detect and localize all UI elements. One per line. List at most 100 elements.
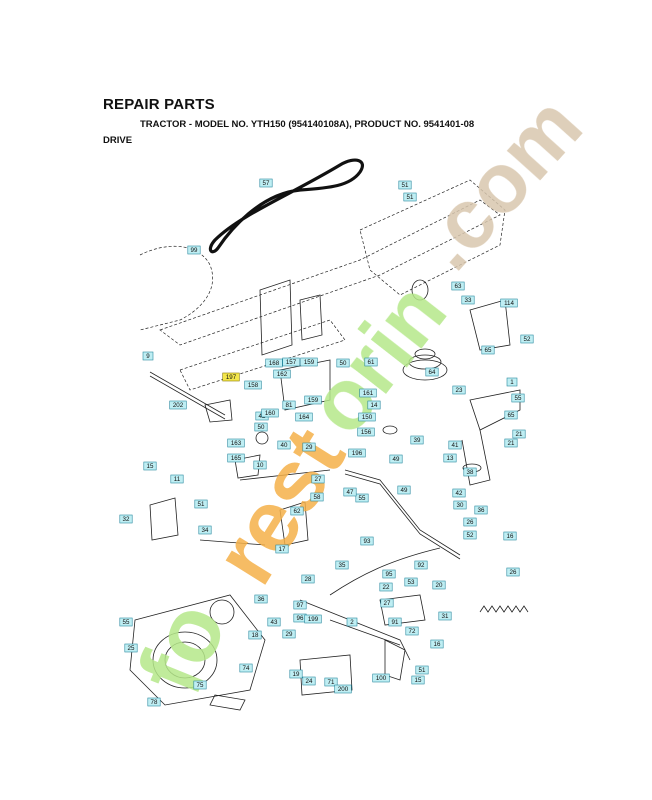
callout-box [301, 574, 315, 584]
callout-52: 52 [463, 530, 477, 540]
callout-box [380, 598, 394, 608]
callout-number: 13 [447, 455, 454, 462]
callout-number: 53 [408, 579, 415, 586]
callout-box [295, 412, 313, 422]
callout-number: 78 [151, 699, 158, 706]
callout-box [451, 281, 465, 291]
callout-box [254, 422, 268, 432]
callout-box [463, 467, 477, 477]
callout-24: 24 [302, 676, 316, 686]
callout-number: 99 [191, 247, 198, 254]
callout-box [302, 442, 316, 452]
callout-13: 13 [443, 453, 457, 463]
callout-number: 40 [281, 442, 288, 449]
callout-61: 61 [364, 357, 378, 367]
callout-number: 156 [361, 429, 372, 436]
callout-number: 96 [297, 615, 304, 622]
callout-158: 158 [244, 380, 262, 390]
callout-16: 16 [430, 639, 444, 649]
callout-box [324, 677, 338, 687]
callout-box [336, 358, 350, 368]
callout-box [481, 345, 495, 355]
callout-box [346, 617, 358, 627]
callout-number: 21 [508, 440, 515, 447]
callout-box [461, 295, 475, 305]
callout-number: 34 [202, 527, 209, 534]
callout-box [290, 506, 304, 516]
callout-number: 197 [226, 374, 237, 381]
callout-number: 161 [363, 390, 374, 397]
callout-197: 197 [222, 372, 240, 382]
callout-33: 33 [461, 295, 475, 305]
callout-164: 164 [295, 412, 313, 422]
callout-box [452, 385, 466, 395]
callout-number: 74 [243, 665, 250, 672]
callout-number: 15 [147, 463, 154, 470]
callout-box [275, 544, 289, 554]
tractor-frame [139, 179, 506, 391]
callout-box [277, 440, 291, 450]
callout-box [443, 453, 457, 463]
callout-box [398, 180, 412, 190]
callout-51: 51 [403, 192, 417, 202]
watermark-fo: fo [119, 589, 246, 708]
callout-32: 32 [119, 514, 133, 524]
callout-number: 55 [359, 495, 366, 502]
callout-number: 199 [308, 616, 319, 623]
callout-30: 30 [453, 500, 467, 510]
callout-number: 16 [434, 641, 441, 648]
callout-21: 21 [512, 429, 526, 439]
callout-49: 49 [389, 454, 403, 464]
callout-14: 14 [367, 400, 381, 410]
callout-38: 38 [463, 467, 477, 477]
callout-162: 162 [273, 369, 291, 379]
callout-number: 18 [252, 632, 259, 639]
return-spring [479, 605, 529, 613]
callout-51: 51 [415, 665, 429, 675]
callout-number: 26 [510, 569, 517, 576]
callout-196: 196 [348, 448, 366, 458]
callout-box [334, 684, 352, 694]
callout-number: 52 [524, 336, 531, 343]
callout-box [311, 474, 325, 484]
callout-number: 163 [231, 440, 242, 447]
callout-number: 51 [198, 501, 205, 508]
callout-box [343, 487, 357, 497]
callout-15: 15 [143, 461, 157, 471]
callout-93: 93 [360, 536, 374, 546]
callout-1: 1 [506, 377, 518, 387]
callout-number: 27 [384, 600, 391, 607]
callout-number: 164 [299, 414, 310, 421]
callout-box [360, 536, 374, 546]
callout-168: 168 [265, 358, 283, 368]
callout-number: 1 [510, 379, 514, 386]
callout-box [364, 357, 378, 367]
callout-28: 28 [301, 574, 315, 584]
callout-2: 2 [346, 617, 358, 627]
callout-number: 11 [174, 476, 181, 483]
section-label: DRIVE [103, 135, 133, 146]
callout-box [504, 410, 518, 420]
callout-number: 62 [294, 508, 301, 515]
callout-box [389, 454, 403, 464]
callout-22: 22 [379, 582, 393, 592]
callout-box [267, 617, 281, 627]
callout-number: 20 [436, 582, 443, 589]
callout-number: 25 [128, 645, 135, 652]
callout-99: 99 [187, 245, 201, 255]
callout-number: 32 [123, 516, 130, 523]
callout-number: 36 [478, 507, 485, 514]
callout-57: 57 [259, 178, 273, 188]
callout-number: 9 [146, 353, 150, 360]
callout-200: 200 [334, 684, 352, 694]
callout-number: 15 [415, 677, 422, 684]
callout-box [382, 569, 396, 579]
callout-box [453, 500, 467, 510]
callout-157: 157 [282, 357, 300, 367]
callout-number: 33 [465, 297, 472, 304]
callout-159: 159 [304, 395, 322, 405]
callout-box [222, 372, 240, 382]
callout-number: 26 [467, 519, 474, 526]
callout-91: 91 [388, 617, 402, 627]
callout-box [289, 669, 303, 679]
